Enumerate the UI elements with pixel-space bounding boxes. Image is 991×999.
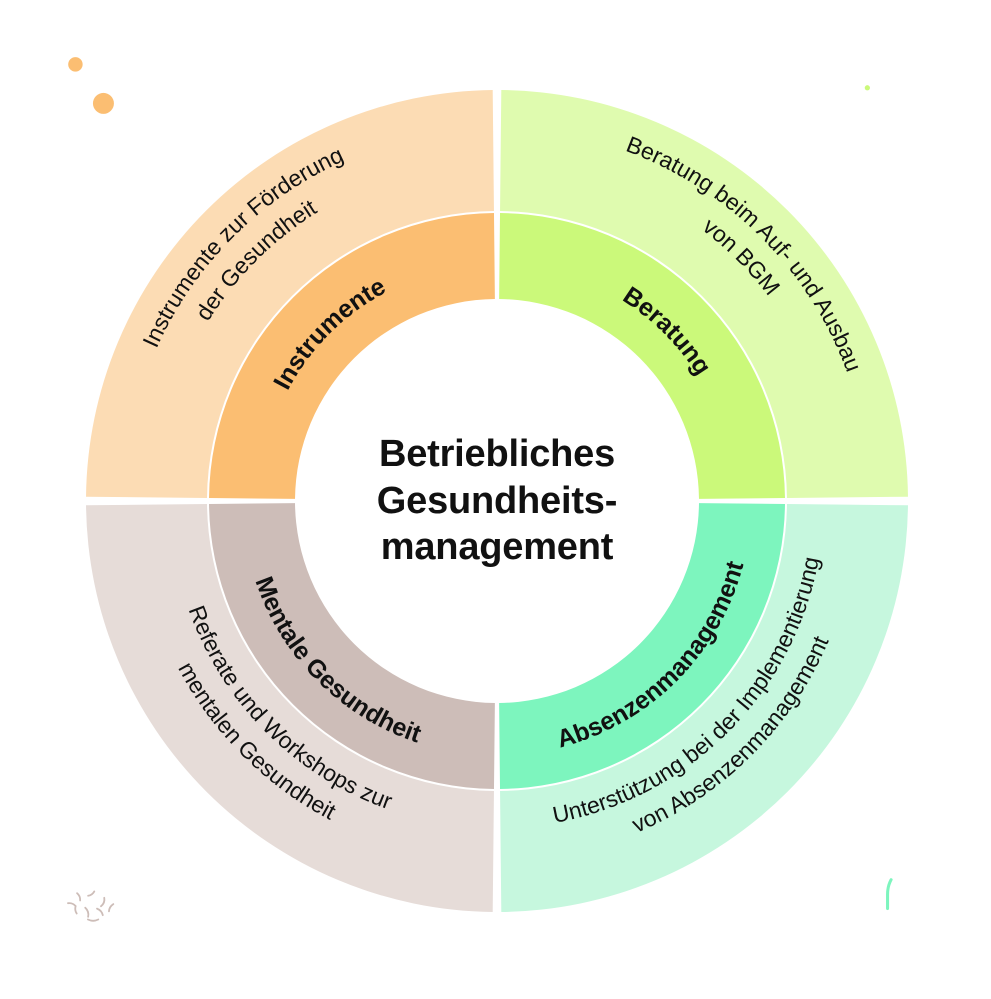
brain-icon [50, 880, 137, 936]
segment-beratung[interactable] [499, 90, 908, 499]
icon-badge-instrumente [6, 2, 172, 168]
segment-outer-band-instrumente[interactable] [86, 90, 494, 498]
segment-inner-band-absenzenmanagement[interactable] [499, 503, 785, 789]
icon-badge-absenzen [814, 822, 980, 988]
segment-instrumente[interactable] [86, 90, 495, 499]
segment-mentale-gesundheit[interactable] [86, 503, 495, 912]
segment-inner-band-beratung[interactable] [499, 213, 785, 499]
icon-badge-mentale [14, 822, 180, 988]
segment-outer-band-mentale-gesundheit[interactable] [86, 504, 494, 912]
icon-badge-beratung [819, 2, 985, 168]
segment-outer-band-absenzenmanagement[interactable] [500, 504, 908, 912]
segment-inner-band-mentale-gesundheit[interactable] [209, 503, 495, 789]
segment-absenzenmanagement[interactable] [499, 503, 908, 912]
runny-nose-icon [868, 867, 926, 954]
handshake-icon [857, 57, 947, 124]
segment-outer-band-beratung[interactable] [500, 90, 908, 498]
gears-icon [55, 44, 133, 134]
segment-inner-band-instrumente[interactable] [209, 213, 495, 499]
